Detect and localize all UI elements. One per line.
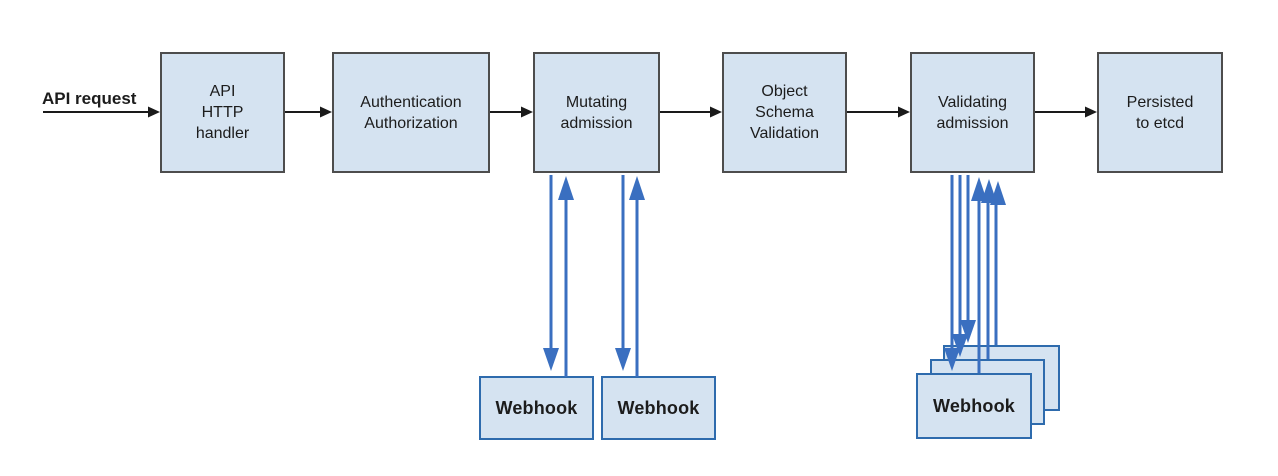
- stage-authentication-authorization: Authentication Authorization: [332, 52, 490, 173]
- stage-label: Persisted to etcd: [1126, 93, 1194, 132]
- arrow-mutating-to-schema: [660, 106, 722, 118]
- mutating-webhook-box-2: Webhook: [601, 376, 716, 440]
- stage-label: Authentication Authorization: [360, 93, 462, 132]
- arrow-mutating-down-1: [543, 175, 559, 371]
- arrow-mutating-up-1: [558, 176, 574, 377]
- arrow-validating-down-3: [960, 175, 976, 343]
- validating-webhook-box-1: Webhook: [916, 373, 1032, 439]
- arrow-validating-up-3: [990, 181, 1006, 345]
- stage-object-schema-validation: Object Schema Validation: [722, 52, 847, 173]
- mutating-webhook-box-1: Webhook: [479, 376, 594, 440]
- arrow-validating-up-1: [971, 177, 987, 373]
- webhook-label: Webhook: [495, 397, 578, 418]
- stage-label: Validating admission: [936, 93, 1009, 132]
- arrow-auth-to-mutating: [490, 106, 533, 118]
- arrow-validating-down-1: [944, 175, 960, 371]
- arrow-validating-down-2: [952, 175, 968, 357]
- stage-persisted-to-etcd: Persisted to etcd: [1097, 52, 1223, 173]
- webhook-label: Webhook: [932, 395, 1016, 416]
- arrow-mutating-up-2: [629, 176, 645, 377]
- stage-mutating-admission: Mutating admission: [533, 52, 660, 173]
- stage-label: Object Schema Validation: [749, 83, 820, 142]
- arrow-validating-to-etcd: [1035, 106, 1097, 118]
- api-request-label: API request: [42, 89, 137, 108]
- stage-validating-admission: Validating admission: [910, 52, 1035, 173]
- arrow-validating-up-2: [981, 179, 997, 359]
- webhook-label: Webhook: [617, 397, 700, 418]
- stage-api-http-handler: API HTTP handler: [160, 52, 285, 173]
- stage-label: API HTTP handler: [195, 83, 250, 142]
- stage-label: Mutating admission: [560, 93, 633, 132]
- arrow-schema-to-validating: [847, 106, 910, 118]
- arrow-mutating-down-2: [615, 175, 631, 371]
- arrow-handler-to-auth: [285, 106, 332, 118]
